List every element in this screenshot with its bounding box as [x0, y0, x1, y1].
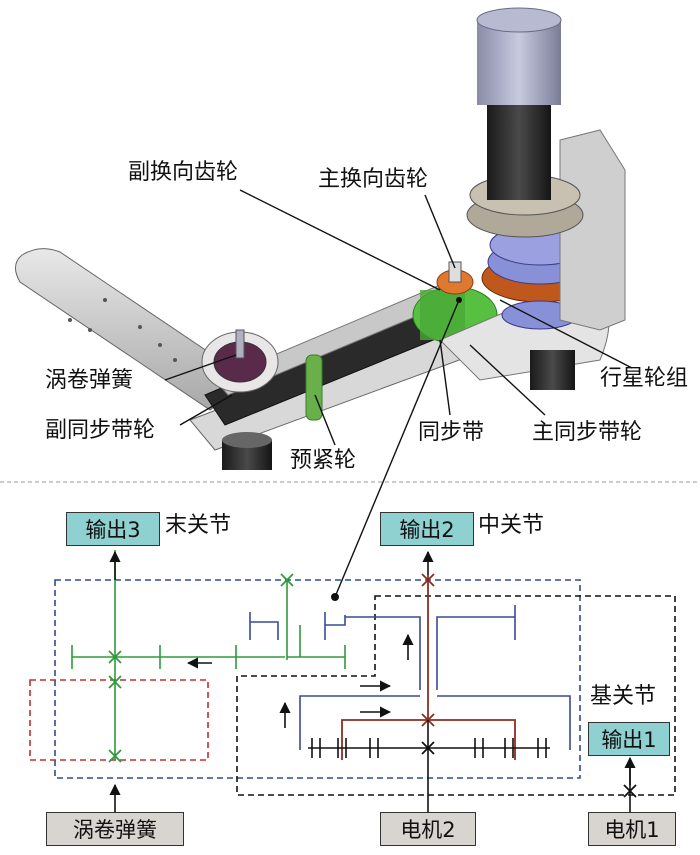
- tensioner-roller: [305, 354, 323, 421]
- base-joint-boundary: [236, 595, 676, 796]
- label-spiral-spring: 涡卷弹簧: [45, 368, 134, 393]
- spring-boundary: [29, 679, 209, 761]
- output-arrows: [109, 550, 636, 812]
- label-main-reversing-gear: 主换向齿轮: [318, 167, 429, 192]
- output1-box: 输出1: [588, 722, 670, 756]
- green-joints: [108, 573, 294, 763]
- base-motor: [530, 350, 575, 390]
- end-joint-transmission: [71, 550, 346, 760]
- middle-joint-transmission: [249, 605, 571, 750]
- label-planetary-gear-set: 行星轮组: [600, 366, 689, 391]
- planetary-row: [308, 720, 631, 812]
- motor1-box: 电机1: [588, 812, 676, 846]
- label-tensioner: 预紧轮: [290, 448, 357, 473]
- end-joint-label: 末关节: [165, 513, 232, 538]
- main-motor-cylinder: [477, 20, 561, 105]
- label-secondary-sync-pulley: 副同步带轮: [45, 418, 156, 443]
- main-motor-body: [487, 100, 551, 200]
- middle-joint-label: 中关节: [478, 513, 545, 538]
- end-joint-boundary: [54, 579, 581, 779]
- side-bracket: [559, 129, 626, 331]
- black-joints: [421, 741, 637, 798]
- label-main-sync-pulley: 主同步带轮: [532, 420, 643, 445]
- motor2-box: 电机2: [380, 812, 476, 846]
- mechanism-render: [15, 7, 626, 470]
- output3-box: 输出3: [66, 512, 160, 546]
- base-joint-label: 基关节: [590, 684, 657, 709]
- label-secondary-reversing-gear: 副换向齿轮: [128, 160, 239, 185]
- leader-lines: [164, 189, 633, 598]
- spring-input-box: 涡卷弹簧: [46, 812, 184, 846]
- label-sync-belt: 同步带: [418, 420, 485, 445]
- output2-box: 输出2: [380, 512, 474, 546]
